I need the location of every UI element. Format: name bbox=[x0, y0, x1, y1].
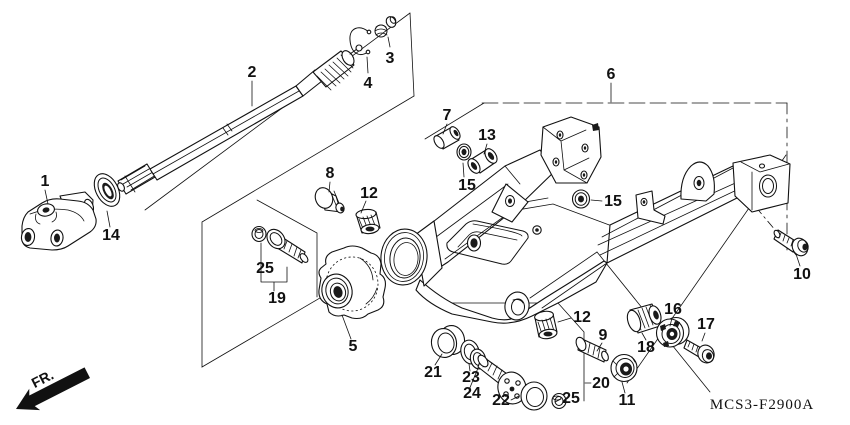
universal-joint bbox=[20, 191, 97, 251]
diagram-code: MCS3-F2900A bbox=[710, 397, 814, 413]
shaft-nub bbox=[355, 44, 363, 52]
bushing-12-bottom bbox=[534, 310, 558, 340]
part-label-14[interactable]: 14 bbox=[102, 227, 120, 244]
part-label-15[interactable]: 15 bbox=[604, 193, 622, 210]
part-label-6[interactable]: 6 bbox=[607, 66, 616, 83]
part-label-22[interactable]: 22 bbox=[492, 392, 510, 409]
part-label-24[interactable]: 24 bbox=[463, 385, 481, 402]
part-label-12[interactable]: 12 bbox=[573, 309, 591, 326]
mount-bracket bbox=[635, 190, 666, 225]
part-label-17[interactable]: 17 bbox=[697, 316, 715, 333]
adjuster-bolt-9 bbox=[575, 336, 609, 363]
gear-joint-housing bbox=[318, 245, 386, 320]
part-label-4[interactable]: 4 bbox=[364, 75, 373, 92]
part-label-12[interactable]: 12 bbox=[360, 185, 378, 202]
part-label-25[interactable]: 25 bbox=[562, 390, 580, 407]
driveshaft bbox=[117, 44, 363, 195]
part-label-16[interactable]: 16 bbox=[664, 301, 682, 318]
part-label-7[interactable]: 7 bbox=[443, 107, 452, 124]
part-label-11[interactable]: 11 bbox=[619, 392, 636, 409]
bushing-12-front bbox=[355, 208, 381, 235]
part-label-3[interactable]: 3 bbox=[386, 50, 395, 67]
castle-nut-16 bbox=[655, 316, 690, 348]
group-box-edge bbox=[409, 12, 415, 97]
plug-bolt-18 bbox=[626, 303, 662, 334]
leader-lines bbox=[44, 36, 801, 403]
seal-15-left bbox=[456, 143, 472, 161]
swingarm-body bbox=[380, 116, 791, 324]
circlip bbox=[349, 27, 372, 55]
front-direction-marker: FR. bbox=[16, 366, 91, 411]
part-label-20[interactable]: 20 bbox=[592, 375, 610, 392]
inner-group-box bbox=[256, 199, 318, 298]
cap-25-left bbox=[251, 225, 267, 243]
collar-end bbox=[341, 50, 355, 66]
central-opening bbox=[446, 220, 529, 265]
end-cap-hole bbox=[758, 163, 766, 169]
bracket-19-line bbox=[260, 242, 288, 292]
part-label-23[interactable]: 23 bbox=[462, 369, 480, 386]
collar-21 bbox=[430, 325, 466, 358]
part-label-8[interactable]: 8 bbox=[326, 165, 335, 182]
plug-8 bbox=[314, 187, 345, 214]
part-label-1[interactable]: 1 bbox=[41, 173, 50, 190]
part-label-5[interactable]: 5 bbox=[349, 338, 358, 355]
spindle-ring bbox=[520, 381, 548, 411]
bolt-19 bbox=[266, 228, 309, 264]
socket-bolt-17 bbox=[683, 339, 715, 364]
shaft-joint-mark bbox=[222, 123, 233, 136]
group-box-diagonal bbox=[144, 12, 411, 211]
bracket-slot bbox=[592, 123, 599, 131]
pivot-boss bbox=[504, 291, 530, 321]
part-label-9[interactable]: 9 bbox=[599, 327, 608, 344]
spindle-22 bbox=[477, 354, 548, 411]
part-label-19[interactable]: 19 bbox=[268, 290, 286, 307]
part-label-15[interactable]: 15 bbox=[458, 177, 476, 194]
bushing-13 bbox=[467, 148, 498, 174]
spring-seat bbox=[374, 16, 397, 38]
collar-7 bbox=[433, 126, 461, 150]
part-label-13[interactable]: 13 bbox=[478, 127, 496, 144]
front-arrow-icon bbox=[16, 367, 91, 411]
lock-nut-11 bbox=[610, 353, 638, 383]
bearing-ring bbox=[93, 173, 121, 207]
swingarm-box-left-diagonal bbox=[424, 102, 485, 140]
part-label-21[interactable]: 21 bbox=[424, 364, 442, 381]
part-label-10[interactable]: 10 bbox=[793, 266, 811, 283]
pinch-bolt-10 bbox=[773, 229, 809, 257]
part-number-labels: 1234567891011121213141515161718192021222… bbox=[41, 50, 811, 409]
part-label-18[interactable]: 18 bbox=[637, 339, 655, 356]
driveshaft-group-box bbox=[201, 95, 415, 368]
part-label-2[interactable]: 2 bbox=[248, 64, 257, 81]
seal-15-right bbox=[571, 189, 591, 209]
axle-center-line bbox=[732, 179, 798, 257]
part-label-25[interactable]: 25 bbox=[256, 260, 274, 277]
cap-25-right bbox=[551, 392, 567, 410]
right-arm-beam bbox=[606, 165, 748, 264]
